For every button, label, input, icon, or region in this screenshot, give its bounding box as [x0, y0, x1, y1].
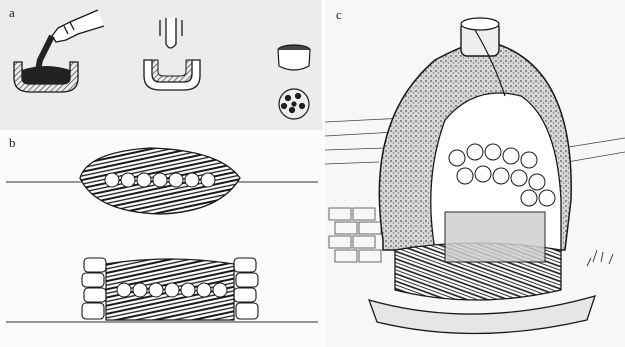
brick-enclosed-stack-icon	[82, 258, 258, 320]
panel-b-firing-stack: b	[0, 130, 322, 347]
moulding-illustration	[0, 0, 322, 130]
kiln-illustration	[325, 0, 625, 347]
panel-c-kiln-cutaway: c	[325, 0, 625, 347]
mould-2-icon	[144, 60, 200, 90]
finished-pot-icon	[278, 45, 310, 70]
stack-illustration	[0, 130, 322, 347]
panel-a-moulding-steps: a	[0, 0, 322, 130]
mould-1-icon	[14, 62, 78, 92]
ground-grass-marks	[587, 250, 613, 266]
pressing-hand-icon	[160, 18, 182, 48]
perforated-disc-icon	[279, 89, 309, 119]
open-stack-icon	[80, 148, 240, 214]
